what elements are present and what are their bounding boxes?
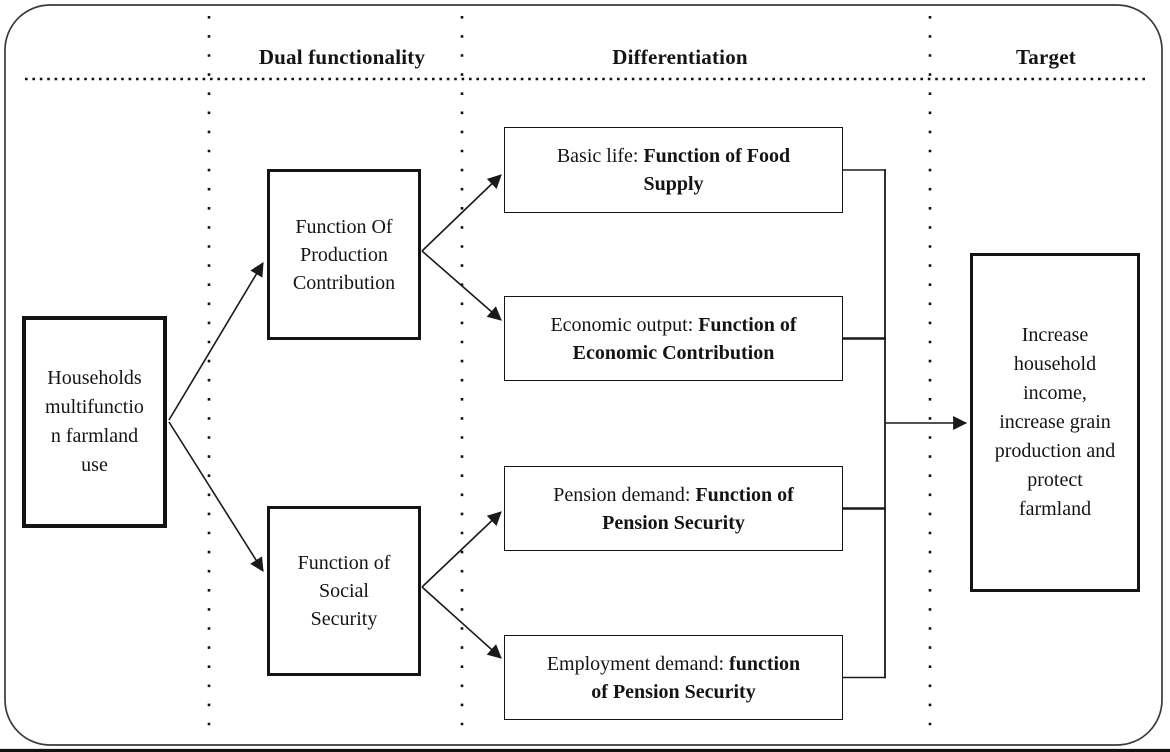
node-households-label: Households multifunctio n farmland use [45, 367, 144, 476]
arrow-production-economic [421, 250, 502, 321]
node-households-multifunction: Households multifunctio n farmland use [22, 316, 167, 528]
node-target-label: Increase household income, increase grai… [994, 324, 1116, 520]
arrow-social-employment [421, 586, 502, 659]
node-production-label: Function Of Production Contribution [292, 215, 396, 294]
node-social-label: Function of Social Security [297, 552, 391, 630]
node-target-goals: Increase household income, increase grai… [970, 253, 1140, 592]
arrow-social-pension [421, 511, 502, 588]
arrow-households-social [168, 421, 264, 572]
header-differentiation: Differentiation [612, 45, 748, 69]
header-target: Target [1016, 45, 1076, 69]
outer-border [4, 4, 1163, 746]
arrow-production-basic [421, 174, 502, 252]
arrow-households-production [168, 262, 264, 421]
header-dual-functionality: Dual functionality [258, 45, 426, 69]
node-social-security: Function of Social Security [267, 506, 421, 676]
node-production-contribution: Function Of Production Contribution [267, 169, 421, 340]
